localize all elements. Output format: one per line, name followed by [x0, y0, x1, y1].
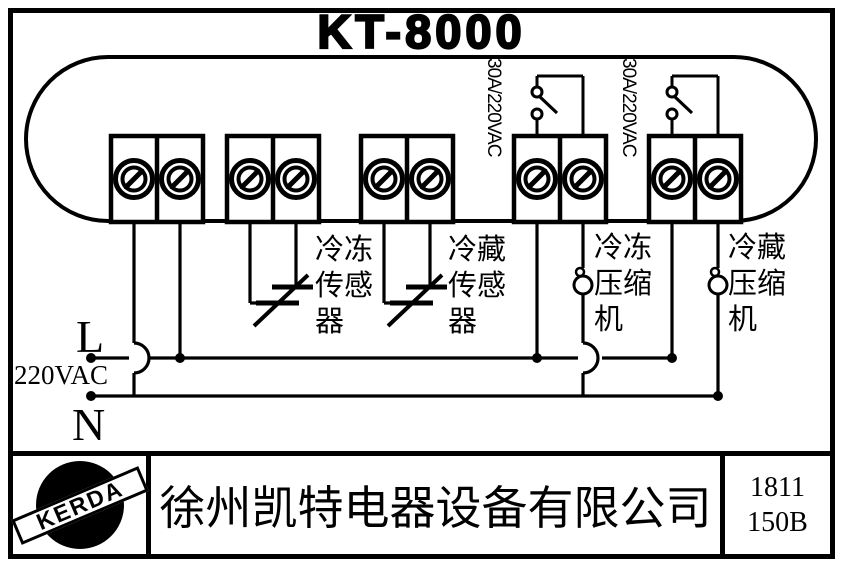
supply-voltage-label: 220VAC	[14, 360, 109, 390]
fridge-compressor-lamp-icon	[707, 266, 729, 296]
company-name: 徐州凯特电器设备有限公司	[159, 483, 712, 534]
screw-terminal-icon	[409, 158, 451, 200]
code-cell: 1811 150B	[720, 456, 830, 554]
freeze-sensor-label: 冷冻传感器	[315, 232, 373, 340]
logo-cell: KERDA	[10, 456, 151, 554]
screw-terminal-icon	[363, 158, 405, 200]
screw-terminal-icon	[113, 158, 155, 200]
label-line: 传感	[448, 270, 507, 302]
screw-terminal-icon	[651, 158, 693, 200]
relay1-rating-label: 30A/220VAC	[483, 58, 504, 157]
screw-terminal-icon	[697, 158, 739, 200]
label-line: 冷藏	[448, 234, 507, 266]
neutral-terminal-label: N	[72, 399, 106, 450]
outer-frame	[8, 8, 835, 559]
wire-freeze-compressor-to-neutral	[581, 220, 600, 396]
label-line: 器	[315, 306, 345, 338]
brand-name: KERDA	[31, 474, 127, 535]
company-cell: 徐州凯特电器设备有限公司	[151, 456, 720, 554]
fridge-sensor-probe-icon	[382, 220, 447, 328]
code-top: 1811	[750, 472, 805, 503]
label-line: 机	[594, 304, 624, 336]
relay2-rating-label: 30A/220VAC	[618, 58, 639, 157]
terminal-block	[358, 133, 456, 225]
relay-contact-icon	[530, 74, 585, 136]
screw-terminal-icon	[159, 158, 201, 200]
fridge-sensor-label: 冷藏传感器	[448, 232, 506, 340]
freeze-sensor-probe-icon	[248, 220, 313, 328]
label-line: 压缩	[728, 268, 787, 300]
relay-contact-icon	[665, 74, 720, 136]
freeze-compressor-lamp-icon	[572, 266, 594, 296]
fridge-compressor-label: 冷藏压缩机	[728, 230, 786, 338]
junction-dots	[86, 353, 723, 401]
footer-banner: KERDA 徐州凯特电器设备有限公司 1811 150B	[10, 451, 830, 554]
label-line: 冷冻	[315, 234, 374, 266]
label-line: 传感	[315, 270, 374, 302]
screw-terminal-icon	[275, 158, 317, 200]
freeze-compressor-label: 冷冻压缩机	[594, 230, 652, 338]
screw-terminal-icon	[516, 158, 558, 200]
label-line: 器	[448, 306, 478, 338]
code-bottom: 150B	[747, 507, 808, 538]
live-terminal-label: L	[76, 311, 105, 362]
model-title: KT-8000	[316, 4, 526, 59]
kerda-logo-icon: KERDA	[10, 461, 149, 549]
terminal-block	[224, 133, 322, 225]
label-line: 压缩	[594, 268, 653, 300]
screw-terminal-icon	[229, 158, 271, 200]
terminal-block	[108, 133, 206, 225]
label-line: 冷冻	[594, 232, 653, 264]
screw-terminal-icon	[562, 158, 604, 200]
label-line: 冷藏	[728, 232, 787, 264]
wire-terminal1-to-neutral	[132, 220, 151, 396]
kerda-logo-band: KERDA	[10, 465, 149, 545]
terminal-block	[511, 133, 609, 225]
label-line: 机	[728, 304, 758, 336]
terminal-block	[646, 133, 744, 225]
